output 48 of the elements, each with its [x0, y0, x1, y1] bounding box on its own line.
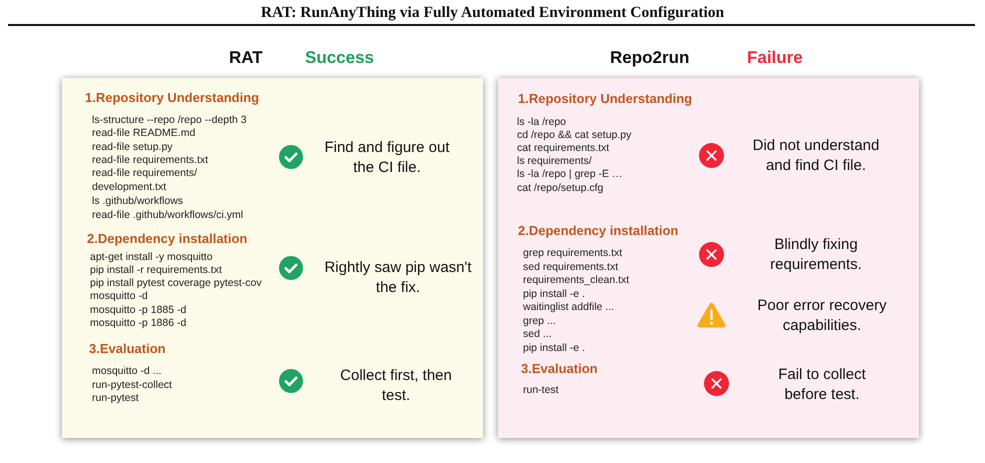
command-line: mosquitto -p 1886 -d [90, 317, 186, 331]
command-line: read-file setup.py [92, 141, 173, 155]
command-line: pip install -r requirements.txt [90, 264, 222, 278]
result-note: Collect first, then test. [339, 366, 453, 406]
command-line: read-file requirements.txt [92, 154, 208, 168]
step-heading: 3.Evaluation [89, 341, 166, 357]
command-line: apt-get install -y mosquitto [90, 251, 213, 265]
status-label: Success [305, 48, 374, 68]
command-line: read-file README.md [92, 127, 196, 141]
command-line: ls-structure --repo /repo --depth 3 [92, 114, 247, 128]
step-heading: 3.Evaluation [521, 361, 598, 377]
command-line: grep ... [523, 315, 556, 329]
command-line: cd /repo && cat setup.py [517, 129, 632, 143]
command-line: pip install -e . [523, 288, 585, 302]
result-note: Find and figure out the CI file. [323, 138, 451, 178]
step-heading: 1.Repository Understanding [85, 90, 260, 106]
command-line: sed requirements.txt [523, 261, 618, 275]
command-line: sed ... [523, 328, 552, 342]
diagram-title: RAT: RunAnyThing via Fully Automated Environment Configuration [260, 3, 724, 23]
command-line: mosquitto -d ... [92, 365, 162, 379]
command-line: run-pytest [92, 392, 139, 406]
command-line: mosquitto -p 1885 -d [90, 304, 186, 318]
command-line: run-test [523, 384, 559, 398]
command-line: ls requirements/ [517, 155, 592, 169]
result-note: Rightly saw pip wasn't the fix. [323, 258, 473, 298]
result-note: Did not understand and find CI file. [752, 136, 880, 176]
command-line: grep requirements.txt [523, 247, 622, 261]
command-line: pip install -e . [523, 342, 585, 356]
result-note: Poor error recovery capabilities. [756, 296, 888, 336]
command-line: mosquitto -d [90, 290, 148, 304]
command-line: ls .github/workflows [92, 195, 184, 209]
command-line: read-file .github/workflows/ci.yml [92, 209, 244, 223]
panel-title: RAT [229, 48, 263, 68]
step-heading: 2.Dependency installation [518, 223, 678, 239]
command-line: pip install pytest coverage pytest-cov [90, 277, 262, 291]
status-label: Failure [747, 48, 803, 68]
command-line: ls -la /repo | grep -E … [517, 168, 622, 182]
step-heading: 2.Dependency installation [87, 231, 248, 247]
result-note: Blindly fixing requirements. [769, 235, 863, 275]
command-line: requirements_clean.txt [523, 274, 630, 288]
command-line: waitinglist addfile ... [523, 301, 614, 315]
panel-title: Repo2run [610, 48, 690, 68]
command-line: ls -la /repo [517, 116, 566, 130]
command-line: cat /repo/setup.cfg [517, 182, 604, 196]
command-line: run-pytest-collect [92, 379, 172, 393]
step-heading: 1.Repository Understanding [518, 91, 692, 107]
result-note: Fail to collect before test. [777, 365, 867, 405]
command-line: cat requirements.txt [517, 142, 610, 156]
